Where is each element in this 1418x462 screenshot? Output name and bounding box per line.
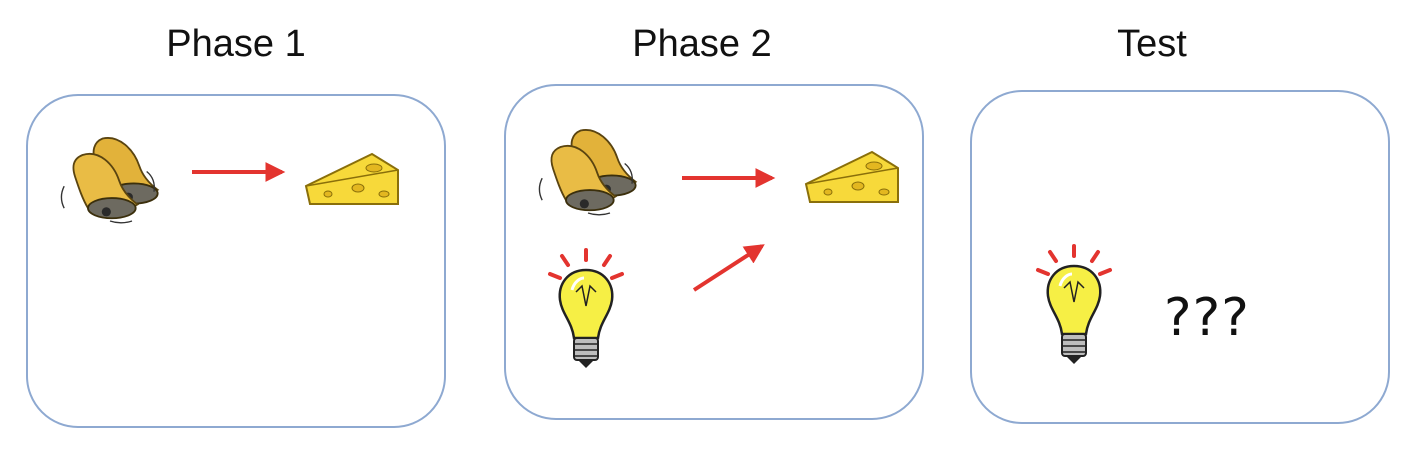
bells-to-cheese-arrow <box>682 168 776 292</box>
light-bulb-icon <box>1036 244 1112 366</box>
test-title: Test <box>1117 23 1187 65</box>
cheese-icon <box>805 151 899 203</box>
phase-1-panel <box>26 94 446 428</box>
cheese-icon <box>305 153 399 205</box>
test-response-question-marks: ??? <box>1164 288 1250 348</box>
bells-to-cheese-arrow <box>192 162 286 182</box>
phase-2-title: Phase 2 <box>632 23 772 65</box>
test-panel: ??? <box>970 90 1390 424</box>
phase-1-title: Phase 1 <box>166 23 306 65</box>
phase-2-panel <box>504 84 924 420</box>
light-bulb-icon <box>548 248 624 370</box>
